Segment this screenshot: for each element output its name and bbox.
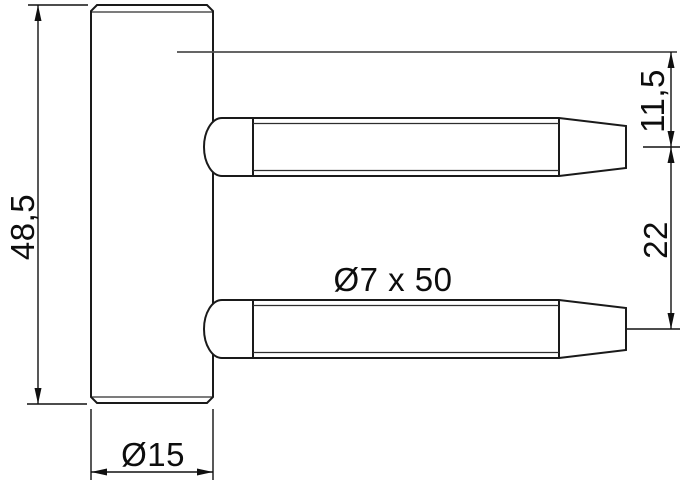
pin-size-label: Ø7 x 50 — [333, 261, 452, 298]
dim-height-arrow-up — [34, 5, 42, 21]
dim-spacing-arrow-down — [667, 313, 675, 329]
hinge-body-outline — [90, 4, 214, 404]
pin-bottom-outline — [203, 299, 627, 359]
pin-top-outline — [203, 117, 627, 177]
dimension-top-pin-offset: 11,5 — [634, 52, 680, 148]
dimension-pin-spacing: 22 — [627, 147, 680, 330]
hinge-pin-top — [203, 117, 627, 177]
dim-diameter-label: Ø15 — [121, 436, 185, 473]
hinge-pin-bottom — [203, 299, 627, 359]
dimension-body-height: 48,5 — [4, 4, 88, 405]
dim-offset-arrow-up — [667, 52, 675, 68]
dim-offset-arrow-down — [667, 131, 675, 147]
dim-height-arrow-down — [34, 388, 42, 404]
dim-height-label: 48,5 — [4, 194, 41, 260]
dim-offset-label: 11,5 — [634, 69, 671, 133]
hinge-body — [90, 4, 214, 404]
dim-spacing-label: 22 — [637, 221, 674, 259]
dim-diameter-arrow-left — [91, 468, 107, 476]
dim-diameter-arrow-right — [197, 468, 213, 476]
dimension-body-diameter: Ø15 — [90, 409, 214, 480]
dim-spacing-arrow-up — [667, 147, 675, 163]
